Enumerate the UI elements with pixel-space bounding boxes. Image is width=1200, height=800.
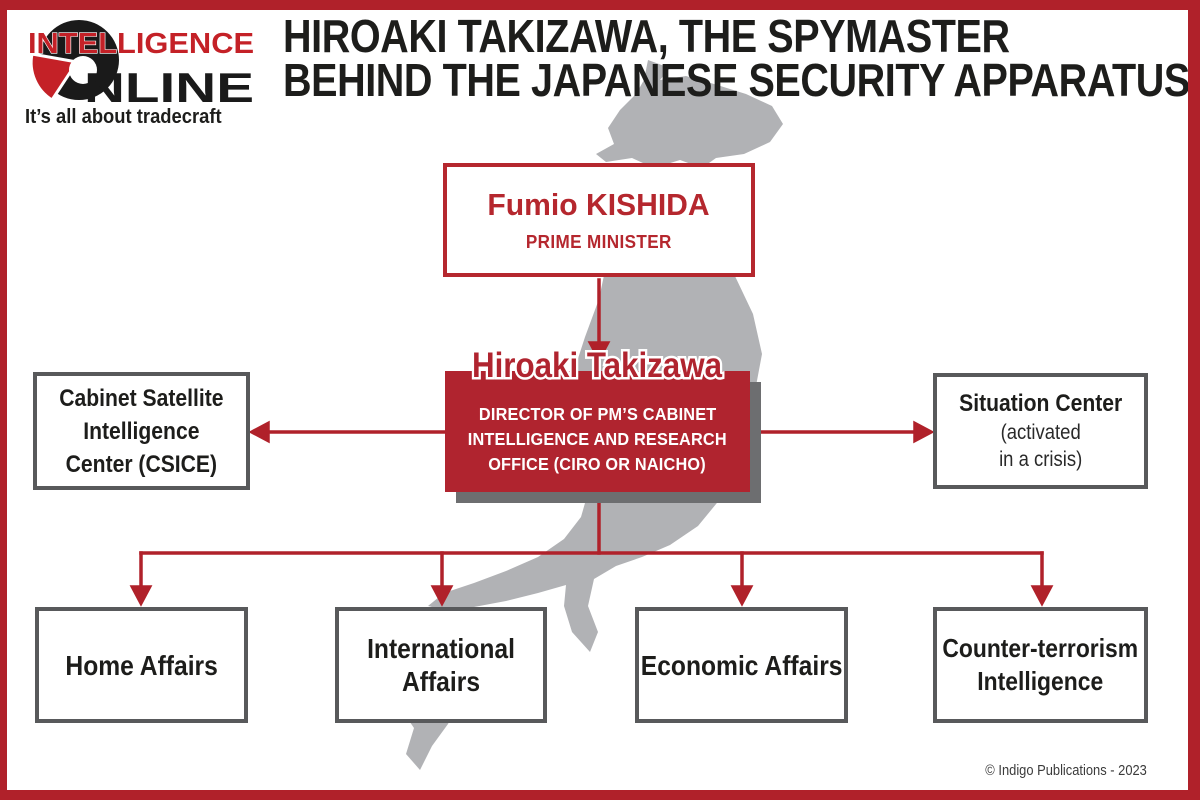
dept-label: Counter-terrorism [942, 633, 1139, 663]
satellite-center-line2: Intelligence [83, 417, 200, 445]
org-box-director: DIRECTOR OF PM’S CABINET INTELLIGENCE AN… [445, 371, 750, 492]
logo-circle-hole [69, 56, 97, 84]
arrowhead-down-director [587, 341, 611, 363]
logo-tagline: It’s all about tradecraft [25, 106, 222, 128]
dept-label: Intelligence [977, 666, 1104, 696]
director-name: Hiroaki Takizawa [472, 346, 722, 385]
situation-center-sub2: in a crisis) [998, 448, 1083, 471]
director-role-line2: INTELLIGENCE AND RESEARCH [467, 429, 728, 449]
page-title-line2: BEHIND THE JAPANESE SECURITY APPARATUS [283, 54, 1190, 106]
map-hokkaido [596, 60, 783, 168]
satellite-center-line1: Cabinet Satellite [59, 384, 224, 412]
arrowhead-down-economic [730, 585, 754, 607]
dept-label: Home Affairs [65, 649, 218, 681]
director-role-line1: DIRECTOR OF PM’S CABINET [478, 404, 717, 424]
arrowhead-left-csice [248, 420, 270, 444]
copyright-notice: © Indigo Publications - 2023 [985, 762, 1147, 779]
situation-center-sub1: (activated [1000, 421, 1081, 444]
logo-word-online: NLINE [84, 64, 254, 111]
dept-label: International [367, 633, 515, 664]
logo-red-wedge-icon [29, 52, 80, 103]
director-name-banner: Hiroaki Takizawa [470, 344, 725, 388]
satellite-center-line3: Center (CSICE) [65, 450, 218, 478]
arrowhead-down-counter [1030, 585, 1054, 607]
page-title: HIROAKI TAKIZAWA, THE SPYMASTER BEHIND T… [283, 10, 1190, 106]
org-box-situation-center: Situation Center (activated in a crisis) [933, 373, 1148, 489]
org-box-international-affairs: International Affairs [335, 607, 547, 723]
pm-name: Fumio KISHIDA [487, 187, 711, 222]
org-box-satellite-center: Cabinet Satellite Intelligence Center (C… [33, 372, 250, 490]
dept-label: Economic Affairs [640, 649, 843, 681]
arrowhead-down-international [430, 585, 454, 607]
situation-center-title: Situation Center [958, 390, 1123, 417]
org-box-prime-minister: Fumio KISHIDA PRIME MINISTER [443, 163, 755, 277]
arrowhead-down-home [129, 585, 153, 607]
pm-role: PRIME MINISTER [526, 232, 672, 252]
logo-word-intelligence: INTELLIGENCE [28, 28, 254, 60]
org-box-economic-affairs: Economic Affairs [635, 607, 848, 723]
director-role-line3: OFFICE (CIRO OR NAICHO) [488, 454, 707, 474]
org-box-counter-terrorism: Counter-terrorism Intelligence [933, 607, 1148, 723]
org-box-home-affairs: Home Affairs [35, 607, 248, 723]
dept-label: Affairs [401, 666, 481, 697]
page-title-line1: HIROAKI TAKIZAWA, THE SPYMASTER [283, 10, 1010, 62]
intelligence-online-logo: INTELLIGENCE NLINE [27, 20, 255, 111]
arrowhead-right-situation [913, 420, 935, 444]
